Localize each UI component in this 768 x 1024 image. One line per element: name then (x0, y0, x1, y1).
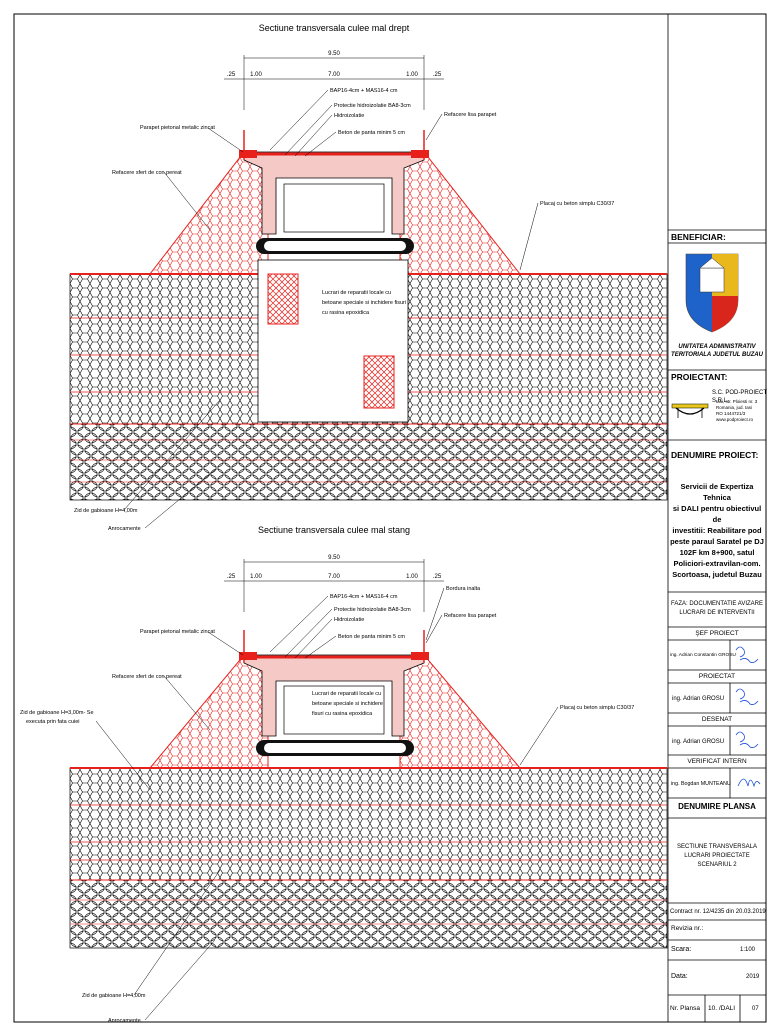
faza-line-1: FAZA: DOCUMENTATIE AVIZARE (670, 601, 763, 607)
revizia-label: Revizia nr.: (671, 925, 704, 932)
pod-proiect-logo (671, 403, 709, 418)
label: Parapet pietonal metalic zincat (140, 629, 215, 635)
verificat-label: VERIFICAT INTERN (687, 758, 747, 765)
nr-plansa-value: 10. /DALI (708, 1005, 736, 1012)
desenat-label: DESENAT (701, 716, 733, 723)
signatures (735, 646, 761, 788)
nr-plansa-no: 07 (752, 1006, 759, 1012)
label: Protectie hidroizolatie BA8-3cm (334, 607, 411, 613)
dim-part: .25 (227, 574, 236, 580)
nr-plansa-label: Nr. Plansa (670, 1005, 700, 1012)
label: Hidroizolatie (334, 617, 364, 623)
label: Beton de panta minim 5 cm (338, 130, 405, 136)
proiectant-address-2: Romania, jud. Iasi (716, 405, 753, 410)
coat-of-arms-logo (685, 253, 739, 333)
proiectant-web: www.podproiect.ro (716, 417, 754, 422)
dim-part: .25 (227, 72, 236, 78)
label: Protectie hidroizolatie BA8-3cm (334, 103, 411, 109)
label: Anrocamente (108, 1018, 141, 1024)
label: betoane speciale si inchidere fisuri (322, 300, 406, 306)
denumire-proiect-text: Servicii de Expertiza Tehnica si DALI pe… (670, 482, 764, 579)
label: betoane speciale si inchidere (312, 701, 383, 707)
label: Refacere sfert de con pereat (112, 674, 182, 680)
desenat-name: ing. Adrian GROSU (672, 739, 725, 745)
label: Zid de gabioane H=4,00m (82, 993, 146, 999)
section-mal-drept: Sectiune transversala culee mal drept 9.… (69, 23, 668, 532)
beneficiar-name-1: UNITATEA ADMINISTRATIV (678, 344, 756, 350)
label: Hidroizolatie (334, 113, 364, 119)
sef-proiect-name: ing. Adrian Constantin GROSU (670, 653, 736, 658)
beneficiar-name-2: TERITORIALA JUDETUL BUZAU (671, 352, 763, 358)
label: Refacere sfert de con pereat (112, 170, 182, 176)
sef-proiect-label: ŞEF PROIECT (695, 630, 739, 637)
label: Lucrari de reparatii locale cu (322, 290, 391, 296)
proiectant-tel: RO 1444721/3 (716, 411, 746, 416)
label: executa prin fata cuiei (26, 719, 80, 725)
section-title: Sectiune transversala culee mal drept (259, 23, 410, 33)
dim-part: 1.00 (406, 574, 418, 580)
proiectant-label: PROIECTANT: (671, 372, 728, 382)
label: Placaj cu beton simplu C30/37 (560, 705, 634, 711)
proiectat-label: PROIECTAT (698, 673, 736, 680)
scara-value: 1:100 (740, 947, 756, 953)
cone-right (399, 151, 522, 275)
faza-line-2: LUCRARI DE INTERVENTII (679, 610, 755, 616)
label: Placaj cu beton simplu C30/37 (540, 201, 614, 207)
data-label: Data: (671, 973, 688, 980)
verificat-name: ing. Bogdan MUNTEANU (671, 781, 731, 787)
denumire-proiect-label: DENUMIRE PROIECT: (671, 450, 759, 460)
proiectant-firm: S.C. POD-PROIECT S.R.L. (712, 390, 767, 404)
label: Zid de gabioane H=4,00m (74, 508, 138, 514)
dim-part: .25 (433, 72, 442, 78)
dim-total: 9.50 (328, 555, 340, 561)
proiectat-name: ing. Adrian GROSU (672, 696, 725, 702)
proiectant-address-1: Iasi, str. Ploiesti nr. 3 (716, 399, 758, 404)
dim-total: 9.50 (328, 51, 340, 57)
scara-label: Scara: (671, 946, 692, 953)
data-value: 2019 (746, 974, 760, 980)
plansa-title: SECTIUNE TRANSVERSALA LUCRARI PROIECTATE… (677, 844, 757, 868)
label: Parapet pietonal metalic zincat (140, 125, 215, 131)
label: cu rasina epoxidica (322, 310, 370, 316)
dim-part: 1.00 (250, 72, 262, 78)
label: Bordura inalta (446, 586, 481, 592)
label: Zid de gabioane H=3,00m- Se (20, 710, 94, 716)
dim-part: .25 (433, 574, 442, 580)
dim-part: 1.00 (250, 574, 262, 580)
label: Lucrari de reparatii locale cu (312, 691, 381, 697)
dim-part: 7.00 (328, 574, 340, 580)
denumire-plansa-label: DENUMIRE PLANSA (678, 802, 756, 811)
label: BAP16-4cm + MAS16-4 cm (330, 88, 398, 94)
section-mal-stang: Sectiune transversala culee mal stang 9.… (20, 525, 668, 1024)
beneficiar-label: BENEFICIAR: (671, 232, 726, 242)
label: Refacere lisa parapet (444, 613, 497, 619)
label: BAP16-4cm + MAS16-4 cm (330, 594, 398, 600)
label: Anrocamente (108, 526, 141, 532)
label: Refacere lisa parapet (444, 112, 497, 118)
contract-number: Contract nr. 12/4235 din 20.03.2019 (670, 909, 766, 915)
label: fisuri cu rasina epoxidica (312, 711, 373, 717)
dim-part: 7.00 (328, 72, 340, 78)
titleblock-frame (667, 13, 767, 1023)
dim-part: 1.00 (406, 72, 418, 78)
label: Beton de panta minim 5 cm (338, 634, 405, 640)
section-title: Sectiune transversala culee mal stang (258, 525, 410, 535)
